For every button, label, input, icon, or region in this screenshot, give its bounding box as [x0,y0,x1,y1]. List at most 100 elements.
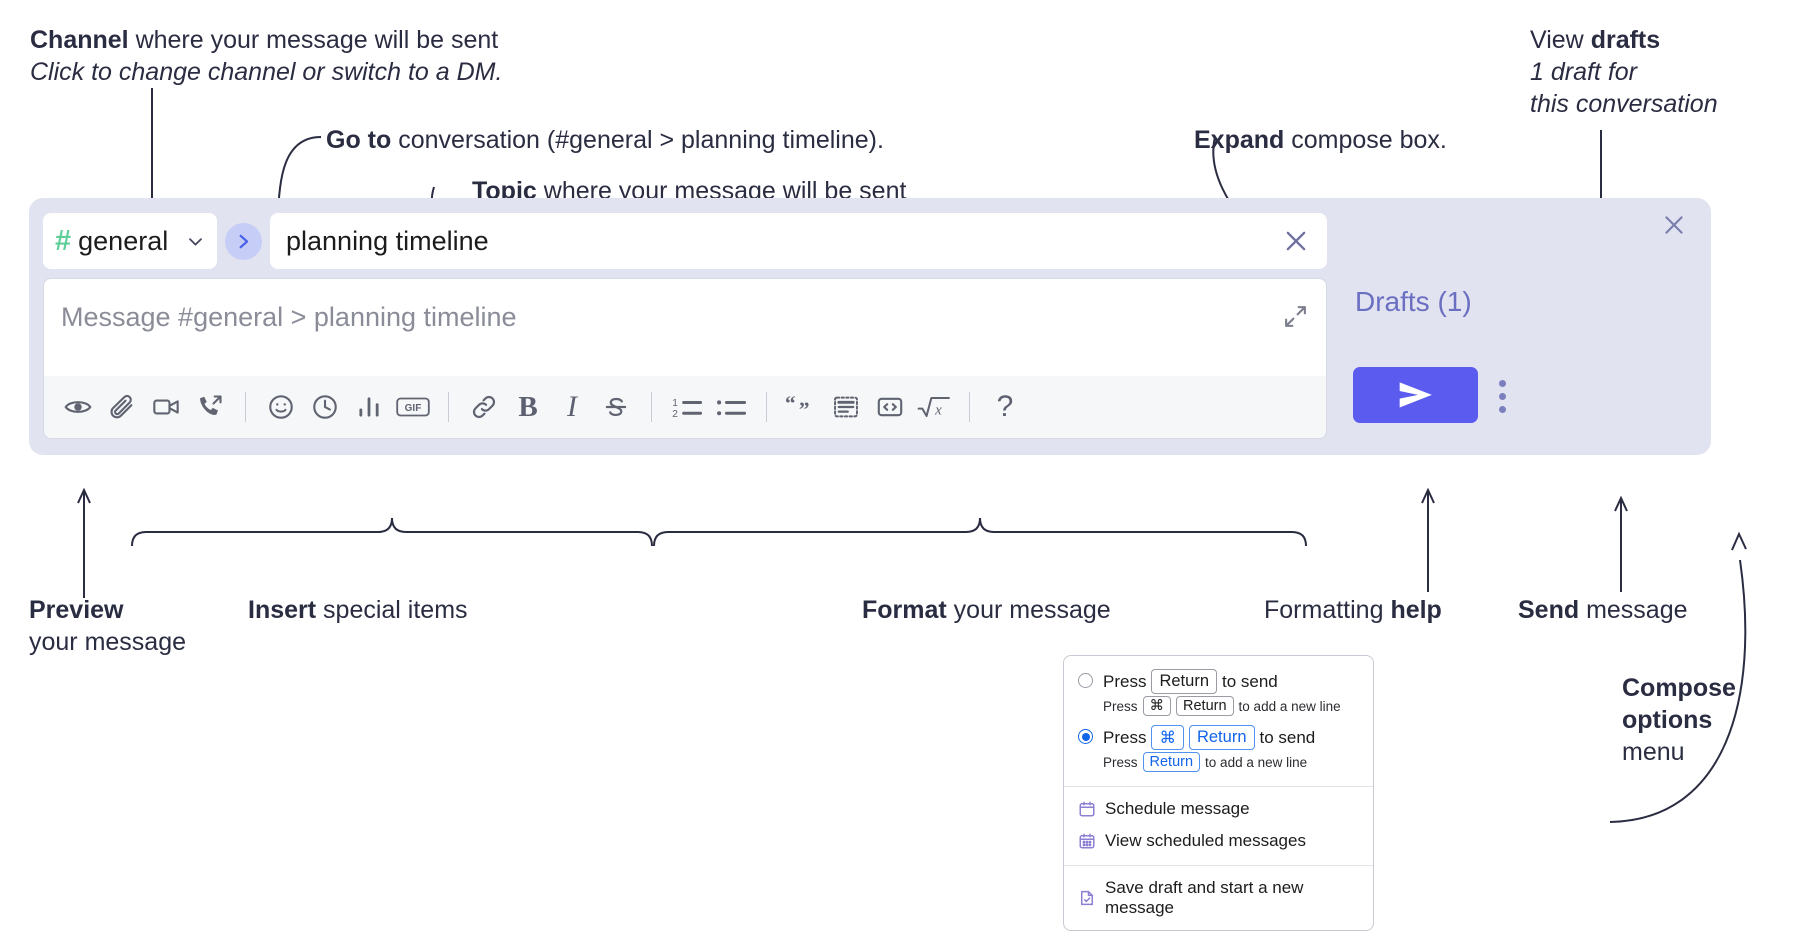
kebab-dot [1499,380,1506,387]
radio-option-hint: Press ⌘ Return to add a new line [1103,696,1341,716]
menu-divider [1064,786,1373,787]
annotation-goto: Go to conversation (#general > planning … [326,126,884,154]
message-placeholder: Message #general > planning timeline [61,302,517,332]
formatting-toolbar: GIF B [44,376,1326,438]
key-return: Return [1142,752,1201,772]
attachment-icon[interactable] [100,385,144,429]
help-glyph: ? [996,390,1014,423]
more-options-icon[interactable] [1499,380,1506,413]
strikethrough-icon[interactable] [594,385,638,429]
menu-item-view-scheduled-messages[interactable]: View scheduled messages [1064,825,1373,857]
annotation-compose-options: Compose options menu [1622,674,1736,766]
poll-icon[interactable] [347,385,391,429]
annotation-expand: Expand compose box. [1194,126,1447,154]
annotation-help: Formatting help [1264,596,1442,624]
radio-option-cmd-return-to-send[interactable]: Press ⌘ Return to send [1064,722,1373,750]
huddle-icon[interactable] [188,385,232,429]
menu-item-label: Save draft and start a new message [1105,878,1304,917]
toolbar-separator [766,392,767,422]
radio-option-hint: Press Return to add a new line [1103,752,1308,772]
annotation-channel: Channel where your message will be sent … [30,26,503,86]
toolbar-separator [448,392,449,422]
hash-icon: # [55,224,72,257]
key-return: Return [1176,696,1234,716]
save-draft-icon [1078,889,1096,907]
menu-item-label: Schedule message [1105,799,1250,818]
topic-value: planning timeline [286,225,489,256]
italic-icon[interactable]: I [550,385,594,429]
radio-button[interactable] [1078,673,1093,688]
close-icon[interactable] [1659,210,1689,240]
format-brace [653,517,1307,547]
code-icon[interactable] [868,385,912,429]
menu-divider [1064,865,1373,866]
to-send-text: to send [1222,671,1278,691]
key-command: ⌘ [1151,725,1184,750]
bold-icon[interactable]: B [506,385,550,429]
help-icon[interactable]: ? [983,385,1027,429]
bold-glyph: B [518,390,538,423]
radio-button-selected[interactable] [1078,729,1093,744]
menu-item-schedule-message[interactable]: Schedule message [1064,793,1373,825]
svg-text:x: x [934,402,942,418]
message-card: Message #general > planning timeline [43,278,1327,439]
toolbar-separator [969,392,970,422]
annotation-drafts: View drafts 1 draft for this conversatio… [1530,26,1718,118]
key-return: Return [1188,725,1255,750]
send-paper-plane-icon [1399,382,1432,408]
math-icon[interactable]: x [912,385,956,429]
calendar-grid-icon [1078,832,1096,850]
key-command: ⌘ [1142,696,1172,716]
radio-option-return-to-send[interactable]: Press Return to send [1064,666,1373,694]
drafts-link[interactable]: Drafts (1) [1355,286,1472,317]
key-return: Return [1151,669,1217,694]
compose-header: # general planning timeline [43,213,1327,269]
annotation-format: Format your message [862,596,1111,624]
send-button[interactable] [1353,367,1478,423]
message-input[interactable]: Message #general > planning timeline [44,279,1326,377]
italic-glyph: I [567,390,577,423]
annotation-preview: Preview your message [29,596,187,656]
blockquote-icon[interactable]: “ ” [780,385,824,429]
svg-text:”: ” [799,398,810,422]
annotation-send: Send message [1518,596,1688,624]
clear-topic-icon[interactable] [1279,224,1313,258]
chevron-right-icon [239,234,249,248]
ordered-list-icon[interactable]: 1 2 [665,385,709,429]
emoji-icon[interactable] [259,385,303,429]
preview-icon[interactable] [56,385,100,429]
radio-option-label: Press Return to send [1103,669,1278,694]
video-icon[interactable] [144,385,188,429]
channel-name: general [78,225,169,256]
chevron-down-icon [186,232,205,251]
compose-main: # general planning timeline [43,213,1327,439]
press-text: Press [1103,671,1147,691]
svg-text:“: “ [785,392,796,415]
kebab-dot [1499,393,1506,400]
compose-box: # general planning timeline [29,198,1711,455]
bulleted-list-icon[interactable] [709,385,753,429]
link-icon[interactable] [462,385,506,429]
compose-rail: Drafts (1) [1331,198,1711,455]
gif-icon[interactable]: GIF [391,385,435,429]
toolbar-separator [651,392,652,422]
compose-options-menu: Press Return to send Press ⌘ Return to a… [1063,655,1374,931]
annotation-insert: Insert special items [248,596,468,624]
channel-selector[interactable]: # general [43,213,217,269]
clock-icon[interactable] [303,385,347,429]
expand-diagonal-icon[interactable] [1280,301,1310,331]
insert-brace [131,517,653,547]
calendar-icon [1078,800,1096,818]
radio-option-label: Press ⌘ Return to send [1103,725,1315,750]
to-send-text: to send [1259,727,1316,747]
code-block-icon[interactable] [824,385,868,429]
toolbar-separator [245,392,246,422]
topic-input[interactable]: planning timeline [270,213,1327,269]
svg-text:1: 1 [672,398,678,409]
menu-item-label: View scheduled messages [1105,831,1306,850]
svg-text:GIF: GIF [405,403,422,414]
goto-conversation-button[interactable] [225,222,262,260]
svg-text:2: 2 [672,409,678,420]
menu-item-save-draft[interactable]: Save draft and start a new message [1064,872,1373,924]
